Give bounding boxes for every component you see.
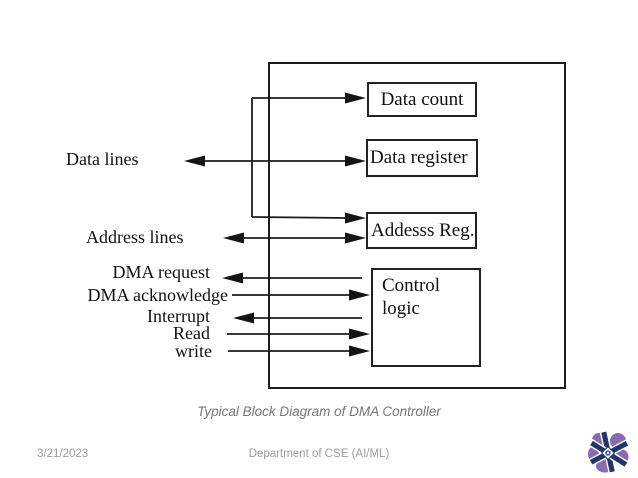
connector-data-lines xyxy=(184,155,366,167)
block-data-register-label: Data register xyxy=(370,147,468,168)
block-address-reg: Addesss Reg. xyxy=(366,212,477,249)
block-control-logic: Control logic xyxy=(371,268,481,367)
diagram-caption: Typical Block Diagram of DMA Controller xyxy=(197,404,441,419)
connector-dma-request xyxy=(222,272,362,284)
connector-dma-acknowledge xyxy=(232,289,370,301)
connector-address-lines xyxy=(223,232,366,244)
connector-read xyxy=(227,328,370,340)
signal-label-data-lines: Data lines xyxy=(66,149,139,169)
footer-date: 3/21/2023 xyxy=(37,448,89,460)
institution-emblem-icon xyxy=(587,429,631,475)
footer-department: Department of CSE (AI/ML) xyxy=(248,448,390,460)
connector-bus-branch xyxy=(251,92,366,224)
signal-label-address-lines: Address lines xyxy=(86,227,184,247)
signal-label-write: write xyxy=(175,341,212,361)
block-data-register: Data register xyxy=(366,139,478,177)
block-control-logic-label: Control logic xyxy=(382,275,441,319)
connector-interrupt xyxy=(233,312,362,324)
dma-controller-outline xyxy=(268,62,566,389)
signal-label-dma-request: DMA request xyxy=(112,262,211,282)
block-data-count: Data count xyxy=(367,82,477,117)
block-address-reg-label: Addesss Reg. xyxy=(371,219,475,241)
signal-label-read: Read xyxy=(173,323,210,343)
signal-label-interrupt: Interrupt xyxy=(147,306,210,326)
connector-write xyxy=(228,345,370,357)
signal-label-dma-acknowledge: DMA acknowledge xyxy=(87,285,228,305)
block-data-count-label: Data count xyxy=(380,88,464,110)
